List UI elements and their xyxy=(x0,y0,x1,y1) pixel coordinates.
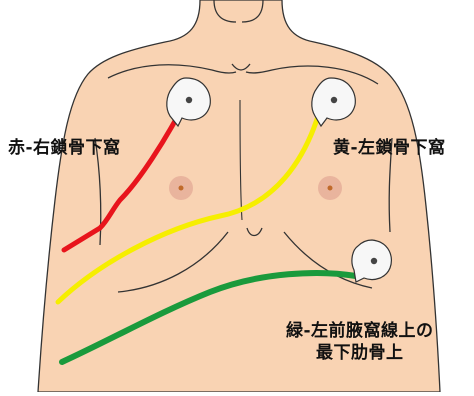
red-lead-label: 赤-右鎖骨下窩 xyxy=(8,137,121,159)
nipple-left xyxy=(318,176,342,200)
nipple-right xyxy=(169,176,193,200)
green-lead-label-line1: 緑-左前腋窩線上の xyxy=(286,320,434,342)
yellow-lead-label: 黄-左鎖骨下窩 xyxy=(333,137,446,159)
green-lead-label-line2: 最下肋骨上 xyxy=(286,342,434,364)
green-lead-label: 緑-左前腋窩線上の 最下肋骨上 xyxy=(286,320,434,364)
